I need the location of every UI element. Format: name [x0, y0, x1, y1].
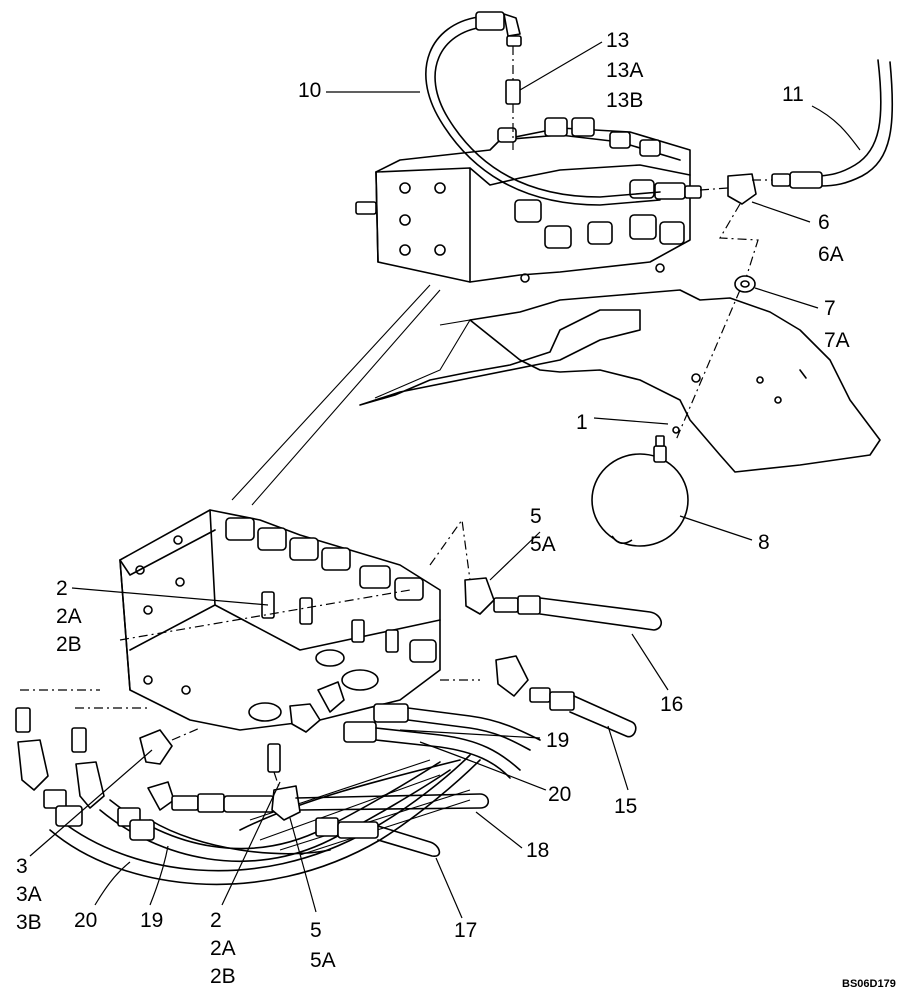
callout-11: 11: [782, 83, 804, 106]
hoses-19-20-right: [289, 681, 541, 779]
callout-18: 18: [526, 839, 550, 862]
callout-8: 8: [758, 531, 770, 554]
callout-15: 15: [614, 795, 638, 818]
callout-7: 7: [824, 297, 836, 320]
nut-7: [734, 275, 756, 293]
hose-10: [425, 11, 661, 206]
hose-15: [495, 655, 637, 738]
callout-2b-upper: 2B: [56, 633, 82, 656]
callout-19-right: 19: [546, 729, 570, 752]
callout-20-right: 20: [548, 783, 572, 806]
mounting-plate: [359, 289, 881, 473]
drawing-code: BS06D179: [842, 978, 896, 990]
callout-5-upper: 5: [530, 505, 542, 528]
hose-16: [429, 518, 662, 681]
callout-2a-upper: 2A: [56, 605, 82, 628]
callout-6: 6: [818, 211, 830, 234]
fitting-13: [505, 46, 521, 150]
callout-5-lower: 5: [310, 919, 322, 942]
leader-lines: [29, 41, 861, 919]
callout-5a-lower: 5A: [310, 949, 336, 972]
callout-13a: 13A: [606, 59, 644, 82]
lower-control-valve: [119, 509, 441, 731]
callout-5a-upper: 5A: [530, 533, 556, 556]
hose-11: [699, 59, 894, 279]
callout-13b: 13B: [606, 89, 644, 112]
callout-2-lower: 2: [210, 909, 222, 932]
callout-17: 17: [454, 919, 478, 942]
upper-control-valve: [355, 117, 702, 283]
callout-3a: 3A: [16, 883, 42, 906]
callout-7a: 7A: [824, 329, 850, 352]
callout-3: 3: [16, 855, 28, 878]
callout-2b-lower: 2B: [210, 965, 236, 988]
callout-10: 10: [298, 79, 322, 102]
hose-18: [147, 743, 490, 821]
callout-2-upper: 2: [56, 577, 68, 600]
hose-bundle: [49, 754, 481, 886]
callout-19-left: 19: [140, 909, 164, 932]
callout-3b: 3B: [16, 911, 42, 934]
accumulator-8: [591, 289, 741, 547]
callout-2a-lower: 2A: [210, 937, 236, 960]
explode-line: [231, 284, 441, 506]
callout-13: 13: [606, 29, 630, 52]
callout-1: 1: [576, 411, 588, 434]
hose-17: [315, 817, 441, 857]
callout-20-left: 20: [74, 909, 98, 932]
callout-6a: 6A: [818, 243, 844, 266]
callout-16: 16: [660, 693, 684, 716]
left-fittings: [15, 689, 201, 841]
